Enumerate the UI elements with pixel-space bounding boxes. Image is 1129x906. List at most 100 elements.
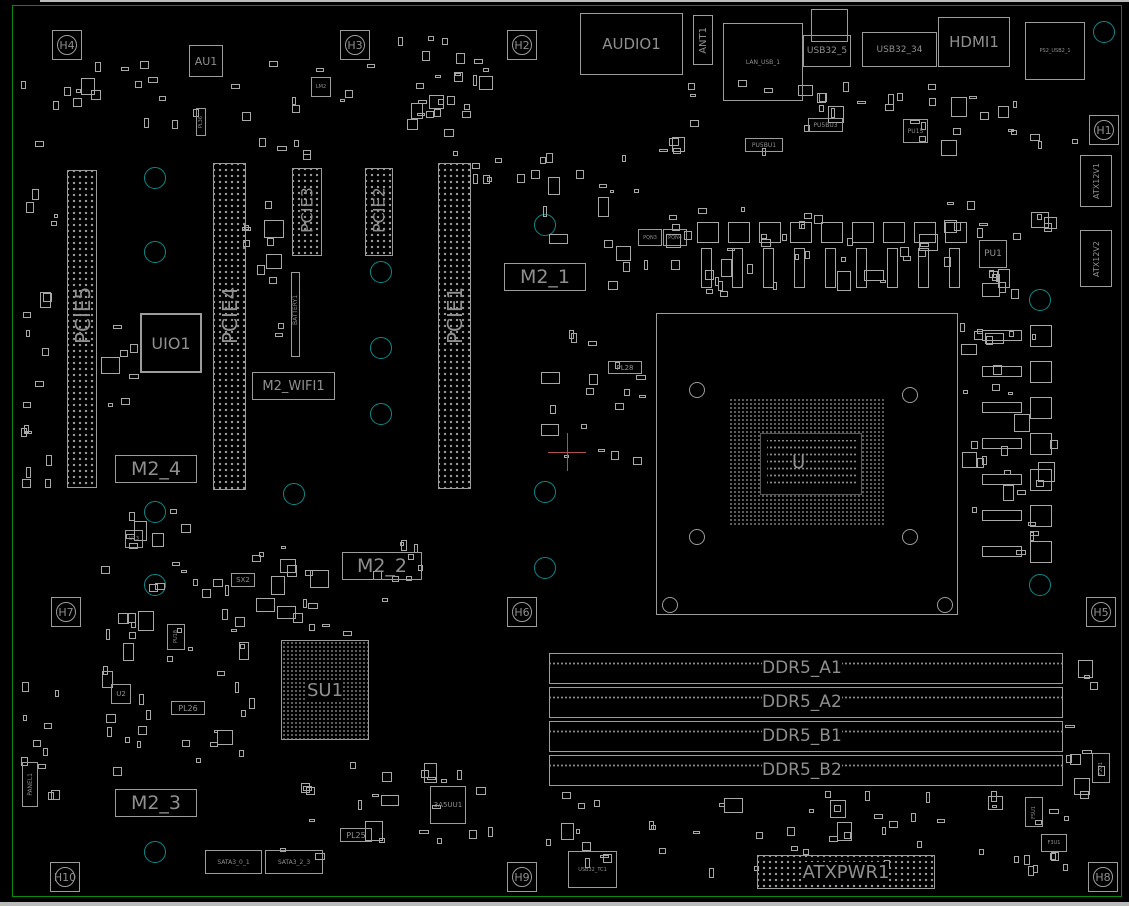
m2-1-label: M2_1 bbox=[519, 266, 571, 288]
pqn4-label: PQN4 bbox=[668, 234, 682, 241]
pu18-chip[interactable]: PU18 bbox=[167, 624, 185, 650]
cpu-socket[interactable] bbox=[656, 313, 958, 615]
smd-pad bbox=[139, 694, 144, 705]
smd-pad bbox=[292, 612, 303, 623]
smd-pad bbox=[216, 670, 225, 677]
smd-pad bbox=[967, 201, 976, 211]
pu15-chip[interactable]: PU15 bbox=[903, 119, 928, 143]
smd-pad bbox=[102, 671, 113, 688]
pu5bu1-chip[interactable]: PU5BU1 bbox=[745, 138, 783, 152]
lm2-chip[interactable]: LM2 bbox=[311, 77, 331, 97]
sata3-0-1-connector[interactable]: SATA3_0_1 bbox=[205, 850, 262, 874]
smd-pad bbox=[216, 730, 233, 745]
pcie1-slot[interactable] bbox=[438, 163, 471, 489]
atx-power-connector[interactable]: ATXPWR1 bbox=[757, 855, 935, 889]
pqn3-mosfet[interactable]: PQN3 bbox=[638, 229, 662, 246]
vrm-mosfet bbox=[852, 222, 874, 243]
front-panel-header[interactable]: PANEL1 bbox=[22, 762, 38, 807]
smd-pad bbox=[94, 61, 102, 73]
m2-wifi-slot[interactable]: M2_WIFI1 bbox=[252, 372, 335, 400]
smd-pad bbox=[1017, 490, 1027, 495]
sata3-2-3-connector[interactable]: SATA3_2_3 bbox=[265, 850, 323, 874]
usb32-5-port[interactable]: USB32_5 bbox=[803, 35, 851, 67]
f5u1-chip[interactable]: F5U1 bbox=[1025, 797, 1043, 827]
dimm-slot-b2[interactable]: DDR5_B2 bbox=[549, 755, 1063, 786]
hdmi-port[interactable]: HDMI1 bbox=[938, 17, 1010, 67]
pl36-inductor[interactable]: PL36 bbox=[196, 108, 206, 136]
sx2-crystal[interactable]: SX2 bbox=[231, 573, 255, 587]
smd-pad bbox=[755, 831, 763, 839]
smd-pad bbox=[746, 263, 753, 274]
pcie2-slot[interactable] bbox=[365, 168, 393, 256]
smd-pad bbox=[235, 682, 240, 693]
smd-pad bbox=[474, 58, 483, 65]
smd-pad bbox=[643, 260, 649, 270]
mounting-hole-h7: H7 bbox=[51, 597, 81, 627]
ps2-usb-port[interactable]: PS2_USB2_1 bbox=[1025, 22, 1085, 80]
su1-chip[interactable]: SU1 bbox=[281, 640, 369, 740]
au1-chip[interactable]: AU1 bbox=[189, 45, 223, 77]
smd-pad bbox=[155, 582, 166, 591]
dimm-slot-b1[interactable]: DDR5_B1 bbox=[549, 721, 1063, 752]
dimm-slot-a2[interactable]: DDR5_A2 bbox=[549, 687, 1063, 718]
atx12v1-connector[interactable]: ATX12V1 bbox=[1080, 155, 1112, 207]
usb32-tc-header[interactable]: USB32_TC1 bbox=[568, 851, 617, 888]
h9-label: H9 bbox=[512, 867, 532, 887]
pu5bu3-chip[interactable]: PU5BU3 bbox=[808, 118, 843, 132]
pcie4-slot[interactable] bbox=[213, 163, 246, 490]
smd-pad bbox=[358, 799, 363, 810]
smd-pad bbox=[921, 122, 926, 130]
f3u1-chip[interactable]: F3U1 bbox=[1041, 834, 1067, 852]
smd-pad bbox=[224, 585, 230, 596]
u2-chip[interactable]: U2 bbox=[111, 684, 131, 704]
smd-pad bbox=[719, 803, 725, 808]
u13-chip[interactable]: U13 bbox=[125, 530, 143, 548]
smd-pad bbox=[723, 798, 744, 814]
m2-1-slot[interactable]: M2_1 bbox=[504, 263, 586, 291]
f2u1-chip[interactable]: F2U1 bbox=[1092, 753, 1110, 783]
atx12v2-connector[interactable]: ATX12V2 bbox=[1080, 230, 1112, 287]
lan-usb-port[interactable]: LAN_USB_1 bbox=[723, 23, 803, 101]
pcie3-slot[interactable] bbox=[292, 168, 322, 256]
u13-label: U13 bbox=[128, 536, 140, 542]
pl28-inductor[interactable]: PL28 bbox=[608, 361, 642, 374]
pl25-inductor[interactable]: PL25 bbox=[340, 828, 372, 842]
dimm-slot-a1[interactable]: DDR5_A1 bbox=[549, 653, 1063, 684]
smd-pad bbox=[714, 276, 720, 286]
ps2-label: PS2_USB2_1 bbox=[1039, 48, 1071, 54]
socket-alignment-hole bbox=[689, 382, 705, 398]
smd-pad bbox=[429, 94, 445, 109]
h3-label: H3 bbox=[345, 35, 365, 55]
smd-pad bbox=[230, 84, 240, 90]
antenna-connector[interactable]: ANT1 bbox=[693, 15, 713, 65]
smd-pad bbox=[472, 162, 481, 169]
audio-jack[interactable]: AUDIO1 bbox=[580, 13, 683, 75]
m2-4-slot[interactable]: M2_4 bbox=[115, 455, 197, 483]
pu1-chip[interactable]: PU1 bbox=[979, 240, 1007, 268]
smd-pad bbox=[410, 103, 423, 119]
smd-pad bbox=[864, 269, 884, 281]
socket-alignment-hole bbox=[662, 597, 678, 613]
m2-2-slot[interactable]: M2_2 bbox=[342, 552, 422, 580]
smd-pad bbox=[31, 189, 39, 200]
smd-pad bbox=[479, 75, 493, 91]
socket-alignment-hole bbox=[937, 597, 953, 613]
via-hole bbox=[534, 557, 556, 579]
usb32-34-port[interactable]: USB32_34 bbox=[862, 32, 937, 67]
smd-pad bbox=[597, 197, 609, 217]
smd-pad bbox=[472, 74, 478, 86]
pl26-inductor[interactable]: PL26 bbox=[171, 701, 205, 715]
u2-label: U2 bbox=[116, 690, 126, 698]
smd-pad bbox=[968, 96, 977, 100]
m2-3-slot[interactable]: M2_3 bbox=[115, 789, 197, 817]
uio1-chip[interactable]: UIO1 bbox=[140, 313, 202, 373]
asm-chip[interactable]: 3A5UU1 bbox=[430, 786, 466, 824]
via-hole bbox=[370, 337, 392, 359]
pqn4-mosfet[interactable]: PQN4 bbox=[663, 229, 687, 246]
pcie5-slot[interactable] bbox=[67, 170, 97, 488]
smd-pad bbox=[1065, 754, 1072, 763]
smd-pad bbox=[256, 597, 276, 612]
h4-label: H4 bbox=[57, 35, 77, 55]
vrm-choke bbox=[982, 438, 1022, 449]
usb-c-port[interactable] bbox=[811, 9, 848, 42]
